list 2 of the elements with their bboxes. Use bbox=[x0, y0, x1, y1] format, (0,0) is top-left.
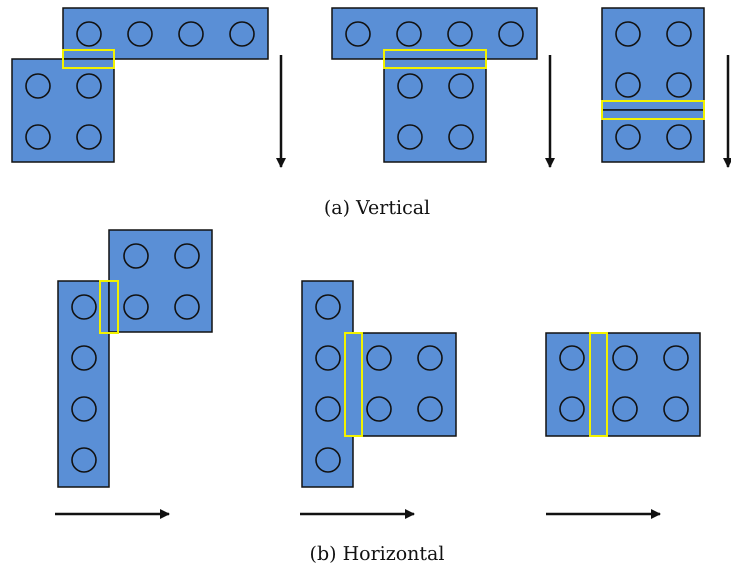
subfigure-caption: (a) Vertical bbox=[324, 197, 430, 219]
subfigure-caption: (b) Horizontal bbox=[310, 543, 444, 565]
